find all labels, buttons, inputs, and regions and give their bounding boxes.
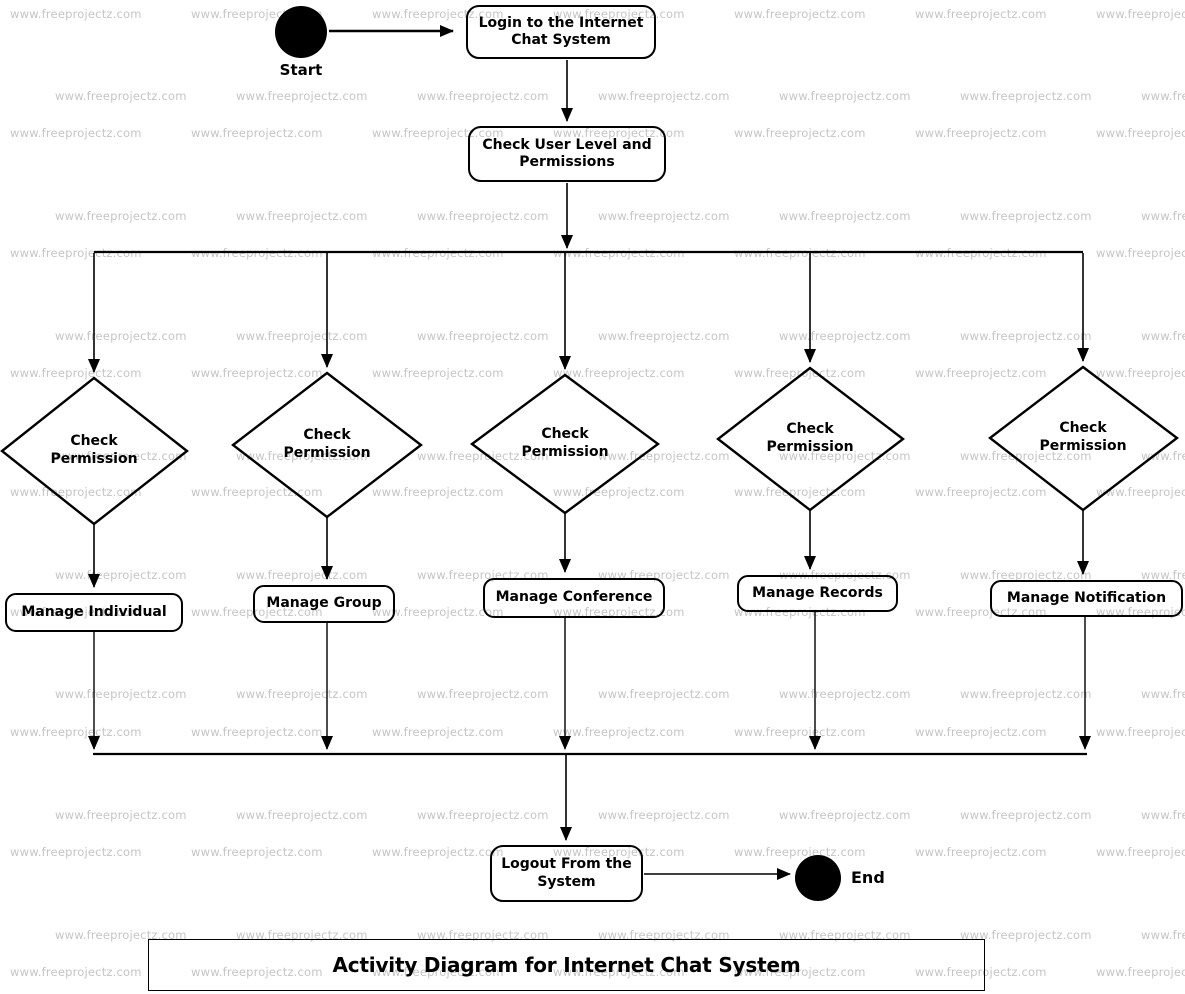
end-node [795, 855, 841, 901]
end-label: End [851, 868, 885, 887]
activity-manage-conference: Manage Conference [483, 578, 665, 618]
start-label: Start [279, 61, 323, 79]
activity-login-line1: Login to the Internet [478, 14, 644, 31]
activity-manage-records: Manage Records [737, 575, 898, 612]
activity-logout-line1: Logout From the [501, 856, 632, 872]
decision-label-4: Check Permission [766, 421, 854, 455]
decision-label-2: Check Permission [283, 427, 371, 461]
activity-check-user-line2: Permissions [519, 154, 615, 170]
activity-manage-notification: Manage Notification [990, 580, 1183, 617]
activity-login: Login to the Internet Chat System [466, 5, 656, 59]
activity-logout: Logout From the System [490, 845, 643, 902]
decision-label-3: Check Permission [521, 426, 609, 460]
diagram-title-box: Activity Diagram for Internet Chat Syste… [148, 939, 985, 991]
activity-manage-individual: Manage Individual [5, 593, 183, 632]
activity-check-user-level: Check User Level and Permissions [468, 126, 666, 182]
decision-label-5: Check Permission [1039, 420, 1127, 454]
activity-login-line2: Chat System [511, 32, 611, 48]
activity-logout-line2: System [537, 873, 596, 890]
diagram-title: Activity Diagram for Internet Chat Syste… [332, 953, 801, 977]
activity-check-user-line1: Check User Level and [482, 136, 652, 153]
activity-manage-group: Manage Group [253, 585, 395, 623]
decision-label-1: Check Permission [50, 433, 138, 467]
start-node [275, 6, 327, 58]
